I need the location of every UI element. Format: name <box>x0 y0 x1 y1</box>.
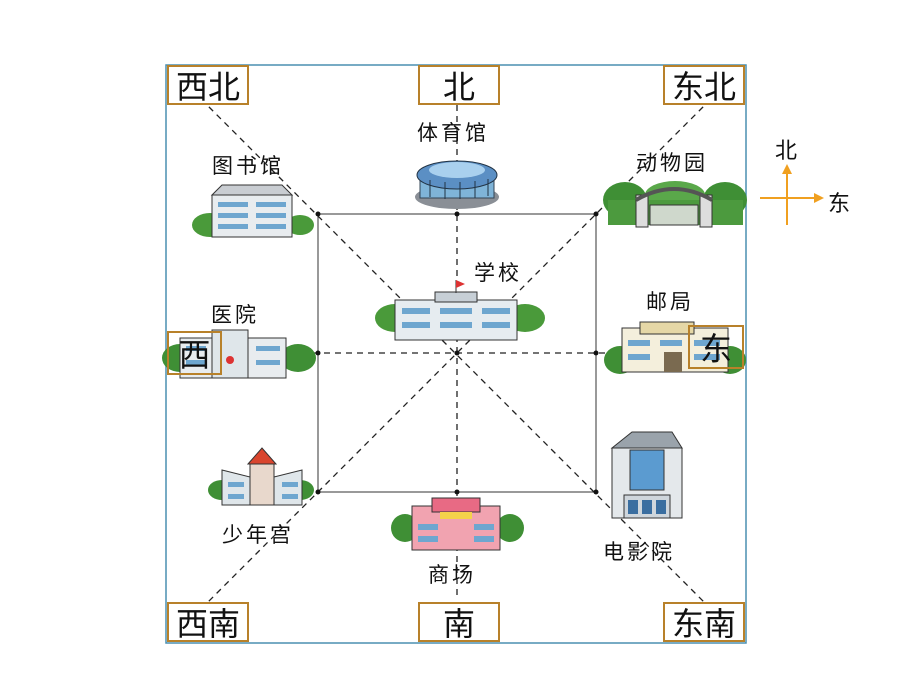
cinema-icon <box>610 431 683 519</box>
diagonal-nw-se <box>169 67 743 641</box>
post-office-label: 邮局 <box>646 290 694 314</box>
dot-center <box>454 350 460 356</box>
compass-east-label: 东 <box>828 192 851 217</box>
direction-east: 东 <box>688 325 744 369</box>
direction-southwest: 西南 <box>167 602 249 643</box>
dot-ne <box>593 211 599 217</box>
direction-southeast: 东南 <box>663 602 745 643</box>
dot-e <box>593 350 599 356</box>
dot-nw <box>315 211 321 217</box>
dot-w <box>315 350 321 356</box>
stadium-label: 体育馆 <box>417 121 489 145</box>
school-icon <box>375 280 545 341</box>
library-icon <box>192 184 314 238</box>
school-label: 学校 <box>474 261 522 285</box>
hospital-label: 医院 <box>211 303 259 327</box>
compass-north-label: 北 <box>775 139 798 164</box>
cinema-label: 电影院 <box>603 540 675 564</box>
mall-label: 商场 <box>428 563 476 587</box>
hospital-icon <box>162 329 316 379</box>
zoo-icon <box>603 181 747 228</box>
direction-northwest: 西北 <box>167 65 249 106</box>
stadium-icon <box>415 160 499 209</box>
post-office-icon <box>604 321 746 374</box>
youth-palace-label: 少年宫 <box>222 523 294 547</box>
dot-se <box>593 489 599 495</box>
direction-south: 南 <box>418 602 500 643</box>
compass-arrows <box>760 164 824 225</box>
dot-n <box>454 211 460 217</box>
mall-icon <box>391 497 524 551</box>
dot-sw <box>315 489 321 495</box>
youth-palace-icon <box>208 447 314 506</box>
dot-s <box>454 489 460 495</box>
direction-northeast: 东北 <box>663 65 745 106</box>
direction-west: 西 <box>167 331 222 375</box>
zoo-label: 动物园 <box>636 151 708 175</box>
diagonal-ne-sw <box>169 67 743 641</box>
direction-north: 北 <box>418 65 500 106</box>
library-label: 图书馆 <box>212 154 284 178</box>
